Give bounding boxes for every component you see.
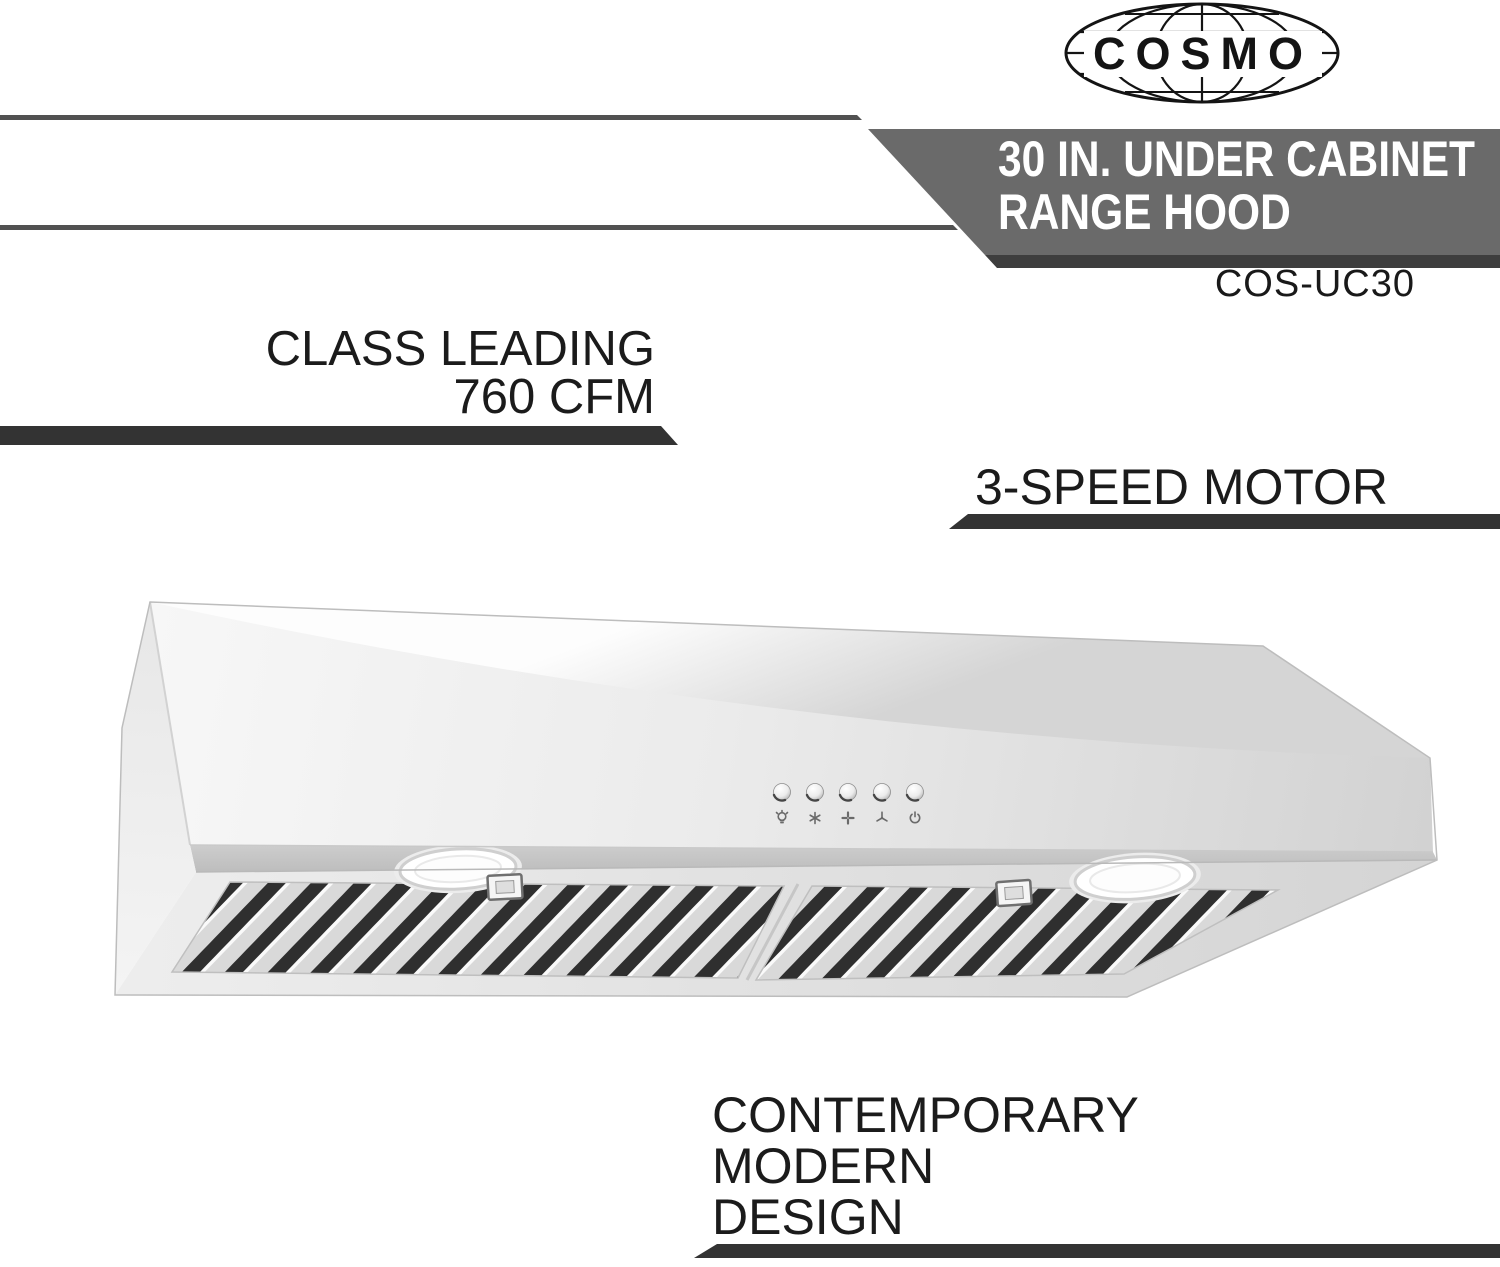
- banner-shadow-strip: [985, 255, 1500, 268]
- accent-bar-design: [694, 1244, 1500, 1258]
- accent-bar-cfm: [0, 426, 678, 445]
- hood-top-strip: [150, 602, 1430, 758]
- filter-clip-right: [995, 878, 1033, 908]
- filter-center-seam: [745, 883, 800, 981]
- top-rule-line: [0, 115, 862, 120]
- feature-cfm: CLASS LEADING 760 CFM: [265, 322, 655, 424]
- fan-high-icon: [809, 811, 821, 825]
- control-button-fan-medium: [838, 783, 857, 802]
- feature-motor: 3-SPEED MOTOR: [975, 462, 1388, 512]
- control-button-power: [905, 783, 924, 802]
- control-panel: [772, 783, 924, 825]
- banner-title-line2: RANGE HOOD: [998, 184, 1291, 240]
- feature-design: CONTEMPORARY MODERN DESIGN: [712, 1090, 1139, 1243]
- fan-medium-icon: [841, 811, 855, 825]
- feature-design-line1: CONTEMPORARY: [712, 1087, 1139, 1143]
- band-top-crease: [189, 844, 1434, 853]
- filter-clip-left: [486, 872, 524, 902]
- accent-bar-motor: [949, 514, 1500, 529]
- hood-left-cap: [115, 602, 196, 995]
- feature-design-line3: DESIGN: [712, 1189, 904, 1245]
- title-banner: 30 IN. UNDER CABINET RANGE HOOD: [868, 129, 1500, 255]
- banner-title-line1: 30 IN. UNDER CABINET: [998, 131, 1476, 187]
- feature-cfm-line2: 760 CFM: [453, 370, 655, 424]
- cosmo-logo: COSMO: [1058, 31, 1348, 77]
- control-button-light: [772, 783, 791, 802]
- cap-fold-line: [149, 601, 191, 846]
- brand-wordmark-text: COSMO: [1083, 31, 1322, 77]
- control-button-fan-low: [872, 783, 891, 802]
- bottom-rule-line: [0, 225, 958, 230]
- feature-motor-line1: 3-SPEED MOTOR: [975, 459, 1389, 515]
- feature-cfm-line1: CLASS LEADING: [265, 322, 655, 376]
- control-button-fan-high: [805, 783, 824, 802]
- feature-design-line2: MODERN: [712, 1138, 935, 1194]
- filter-panel-left: [170, 881, 786, 979]
- band-bottom-crease: [195, 859, 1438, 873]
- light-right: [1069, 852, 1201, 904]
- power-icon: [909, 811, 921, 824]
- light-icon: [775, 809, 789, 824]
- model-number: COS-UC30: [1214, 263, 1415, 305]
- fan-low-icon: [876, 811, 888, 822]
- hood-outline: [114, 601, 1438, 998]
